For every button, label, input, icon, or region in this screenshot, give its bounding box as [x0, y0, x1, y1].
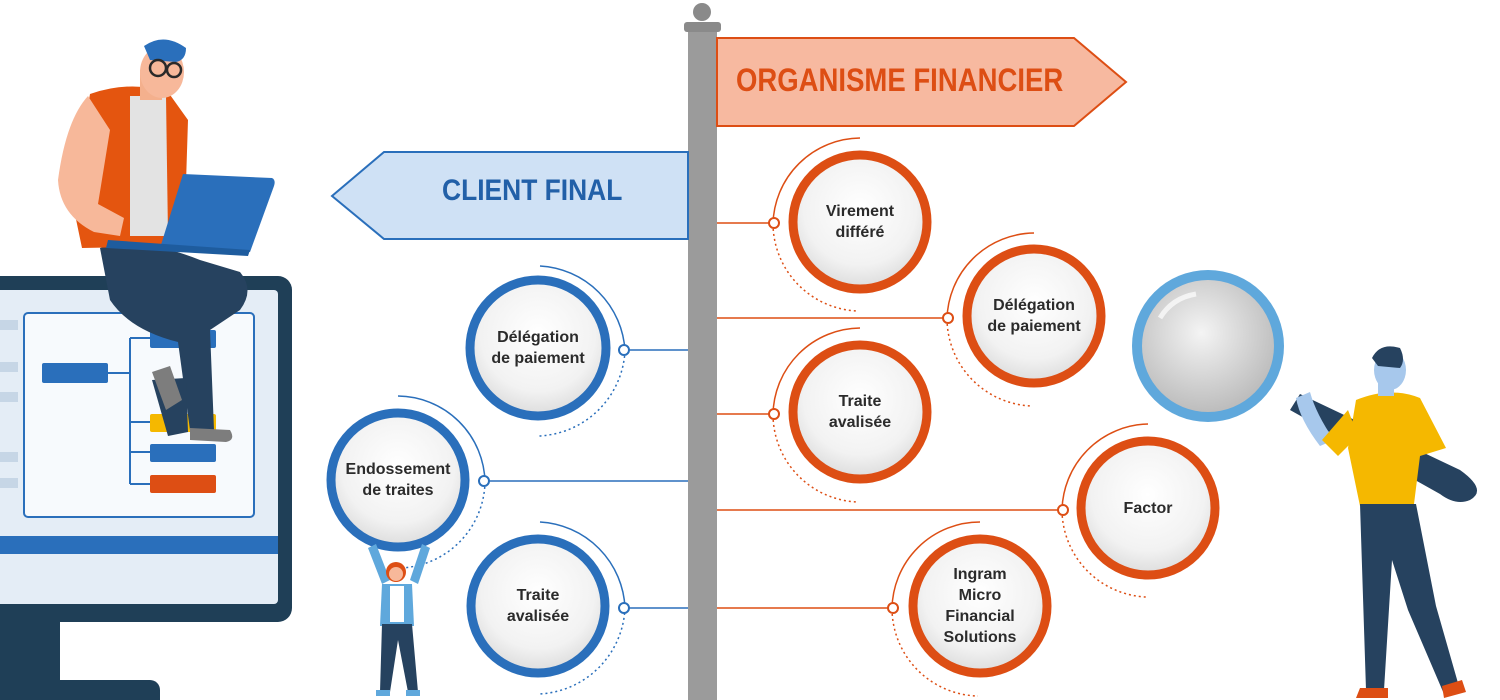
organisme-bubble-virement-line: différé — [835, 224, 885, 241]
organisme-bubble-ingram-line: Solutions — [943, 629, 1017, 646]
organisme-financier-sign — [716, 37, 1128, 127]
client-bubble-traite-line: avalisée — [506, 608, 570, 625]
organisme-bubble-traite — [768, 327, 932, 503]
client-bubble-delegation-label: Délégation de paiement — [478, 288, 598, 408]
organisme-bubble-delegation-line: de paiement — [987, 318, 1081, 335]
organisme-bubble-ingram-line: Micro — [958, 587, 1002, 604]
client-bubble-endossement-label: Endossement de traites — [338, 420, 458, 540]
client-final-sign — [330, 151, 689, 240]
organisme-bubble-delegation — [942, 232, 1106, 407]
client-bubble-endossement-line: Endossement — [345, 461, 451, 478]
organisme-bubble-delegation-label: Délégation de paiement — [974, 256, 1094, 376]
organisme-bubble-virement-line: Virement — [825, 203, 895, 220]
client-bubble-delegation-line: de paiement — [491, 350, 585, 367]
client-bubble-traite — [466, 521, 630, 695]
organisme-bubble-factor-line: Factor — [1123, 499, 1173, 517]
client-bubble-endossement-line: de traites — [362, 482, 434, 499]
organisme-financier-label: ORGANISME FINANCIER — [736, 62, 1064, 98]
signpost-pole — [684, 3, 721, 700]
organisme-bubble-ingram — [887, 521, 1052, 697]
woman-holding-bubble-illustration — [368, 544, 430, 696]
man-with-laptop-illustration — [58, 39, 275, 442]
organisme-bubble-ingram-line: Financial — [945, 608, 1015, 625]
client-bubble-traite-line: Traite — [516, 587, 560, 604]
organisme-bubble-virement — [768, 137, 932, 312]
man-with-magnifier-illustration — [1132, 270, 1478, 698]
client-bubble-delegation-line: Délégation — [497, 329, 579, 346]
client-connectors — [484, 349, 688, 609]
client-bubble-delegation — [465, 265, 630, 437]
computer-monitor-illustration — [0, 276, 292, 700]
organisme-bubble-ingram-line: Ingram — [953, 566, 1007, 583]
organisme-bubble-traite-line: avalisée — [828, 414, 892, 431]
organisme-bubble-traite-line: Traite — [838, 393, 882, 410]
organisme-bubble-virement-label: Virement différé — [800, 162, 920, 282]
organisme-connectors — [717, 222, 1063, 609]
organisme-bubble-delegation-line: Délégation — [993, 297, 1075, 314]
organisme-bubble-traite-label: Traite avalisée — [800, 352, 920, 472]
organisme-bubble-factor — [1057, 423, 1220, 598]
organisme-bubble-factor-label: Factor — [1088, 448, 1208, 568]
client-bubble-traite-label: Traite avalisée — [478, 546, 598, 666]
client-final-label: CLIENT FINAL — [442, 174, 623, 207]
